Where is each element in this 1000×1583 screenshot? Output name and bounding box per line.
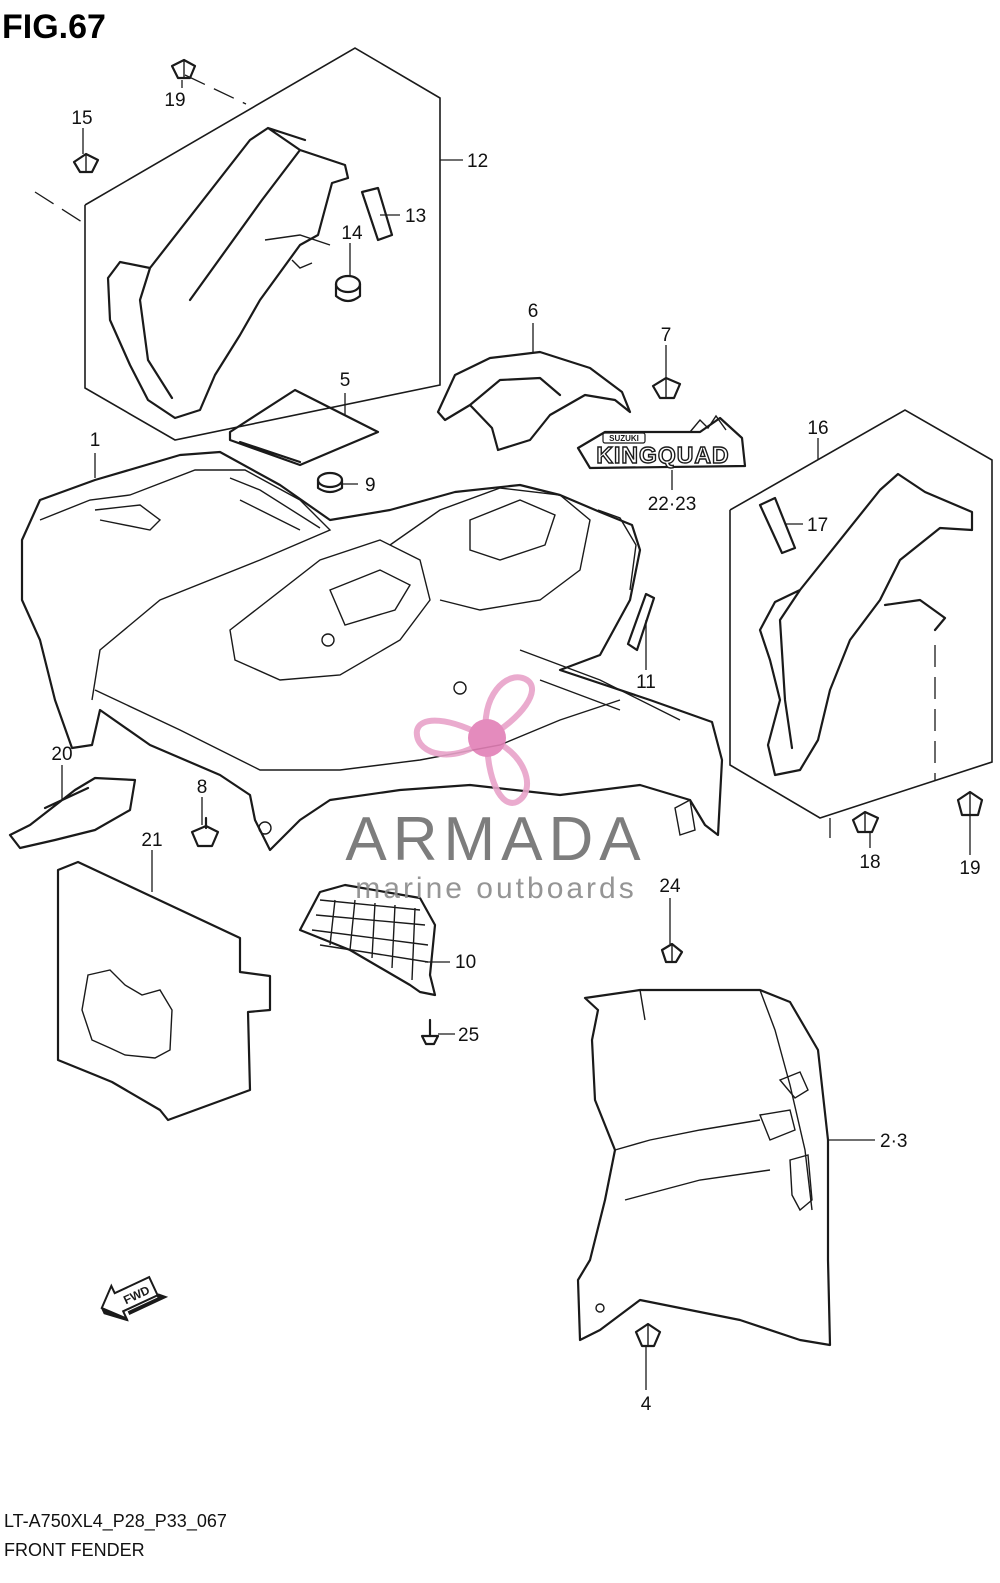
part-13-strip [360, 186, 394, 242]
callout-1: 1 [90, 430, 101, 451]
part-5-lid [228, 388, 380, 467]
callout-4: 4 [641, 1394, 652, 1415]
part-4-clip [634, 1322, 662, 1348]
fwd-arrow-icon: FWD [100, 1275, 169, 1322]
callout-24: 24 [659, 876, 681, 897]
emblem-model: KINGQUAD [596, 442, 729, 468]
part-14-grommet [334, 274, 362, 303]
part-15-clip [72, 152, 100, 174]
part-25-screw [420, 1018, 440, 1046]
part-2-3-inner-fender [576, 988, 832, 1347]
callout-12: 12 [467, 151, 488, 172]
callout-8: 8 [197, 777, 208, 798]
callout-18: 18 [859, 852, 880, 873]
callout-14: 14 [341, 223, 363, 244]
leader-lines [61, 80, 971, 1390]
callout-15: 15 [71, 108, 92, 129]
part-19-clip-top [170, 58, 197, 80]
box-part-16 [729, 409, 993, 838]
emblem-brand: SUZUKI [609, 434, 639, 443]
part-17-strip [758, 496, 797, 555]
part-12-side-cover [106, 126, 350, 420]
part-8-bolt [190, 816, 220, 848]
callout-16: 16 [807, 418, 828, 439]
callout-7: 7 [661, 325, 672, 346]
part-20-bracket [8, 776, 137, 850]
part-21-panel [56, 860, 272, 1122]
watermark: ARMADA marine outboards [345, 674, 646, 905]
watermark-tagline: marine outboards [355, 872, 636, 905]
watermark-word: ARMADA [345, 805, 646, 874]
kingquad-emblem: SUZUKI KINGQUAD [576, 414, 747, 470]
callout-21: 21 [141, 830, 162, 851]
part-6-front-cover [436, 350, 632, 452]
figure-title: FIG.67 [2, 8, 106, 46]
callout-13: 13 [405, 206, 426, 227]
callout-19-right: 19 [959, 858, 980, 879]
callout-17: 17 [807, 515, 828, 536]
box-part-12 [34, 47, 441, 441]
callout-22-23: 22·23 [648, 494, 697, 515]
part-18-clip [851, 810, 880, 834]
callout-6: 6 [528, 301, 539, 322]
callout-9: 9 [365, 475, 376, 496]
part-9-grommet [316, 471, 344, 494]
part-1-front-fender [20, 450, 724, 852]
part-24-screw [660, 942, 684, 964]
callout-11: 11 [636, 672, 656, 693]
part-10-grille [298, 883, 437, 997]
part-19-clip-right [956, 790, 984, 817]
part-11-strip [626, 592, 656, 652]
callout-5: 5 [340, 370, 351, 391]
callout-19-top: 19 [164, 90, 185, 111]
part-7-clip [651, 376, 682, 400]
callout-20: 20 [51, 744, 72, 765]
section-name: FRONT FENDER [4, 1540, 145, 1560]
propeller-logo-icon [412, 674, 540, 807]
part-16-side-cover [758, 472, 974, 777]
model-code: LT-A750XL4_P28_P33_067 [4, 1511, 227, 1532]
callout-25: 25 [458, 1025, 479, 1046]
callout-2-3: 2·3 [880, 1131, 907, 1152]
callout-10: 10 [455, 952, 476, 973]
